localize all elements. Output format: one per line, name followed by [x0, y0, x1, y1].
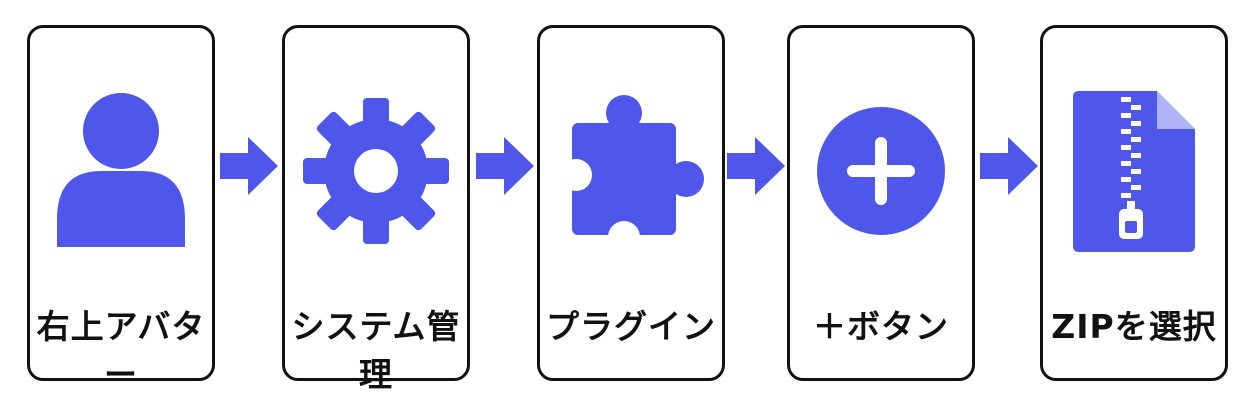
plus-circle-icon [790, 86, 972, 256]
step-label: システム管理 [291, 307, 461, 394]
gear-icon [285, 86, 467, 256]
puzzle-piece-icon [540, 86, 722, 256]
zip-file-icon [1043, 86, 1225, 256]
arrow-right-icon [980, 137, 1038, 195]
step-label: 右上アバター [36, 307, 206, 394]
user-avatar-icon [30, 86, 212, 256]
step-select-zip: ZIPを選択 [1040, 25, 1228, 381]
arrow-right-icon [220, 137, 278, 195]
step-label: プラグイン [546, 307, 716, 346]
step-label: ZIPを選択 [1051, 307, 1217, 346]
arrow-right-icon [476, 137, 534, 195]
step-label: ＋ボタン [813, 307, 949, 346]
step-system-admin: システム管理 [282, 25, 470, 394]
step-user-avatar: 右上アバター [27, 25, 215, 394]
step-plus-button: ＋ボタン [787, 25, 975, 381]
step-plugin: プラグイン [537, 25, 725, 381]
arrow-right-icon [727, 137, 785, 195]
